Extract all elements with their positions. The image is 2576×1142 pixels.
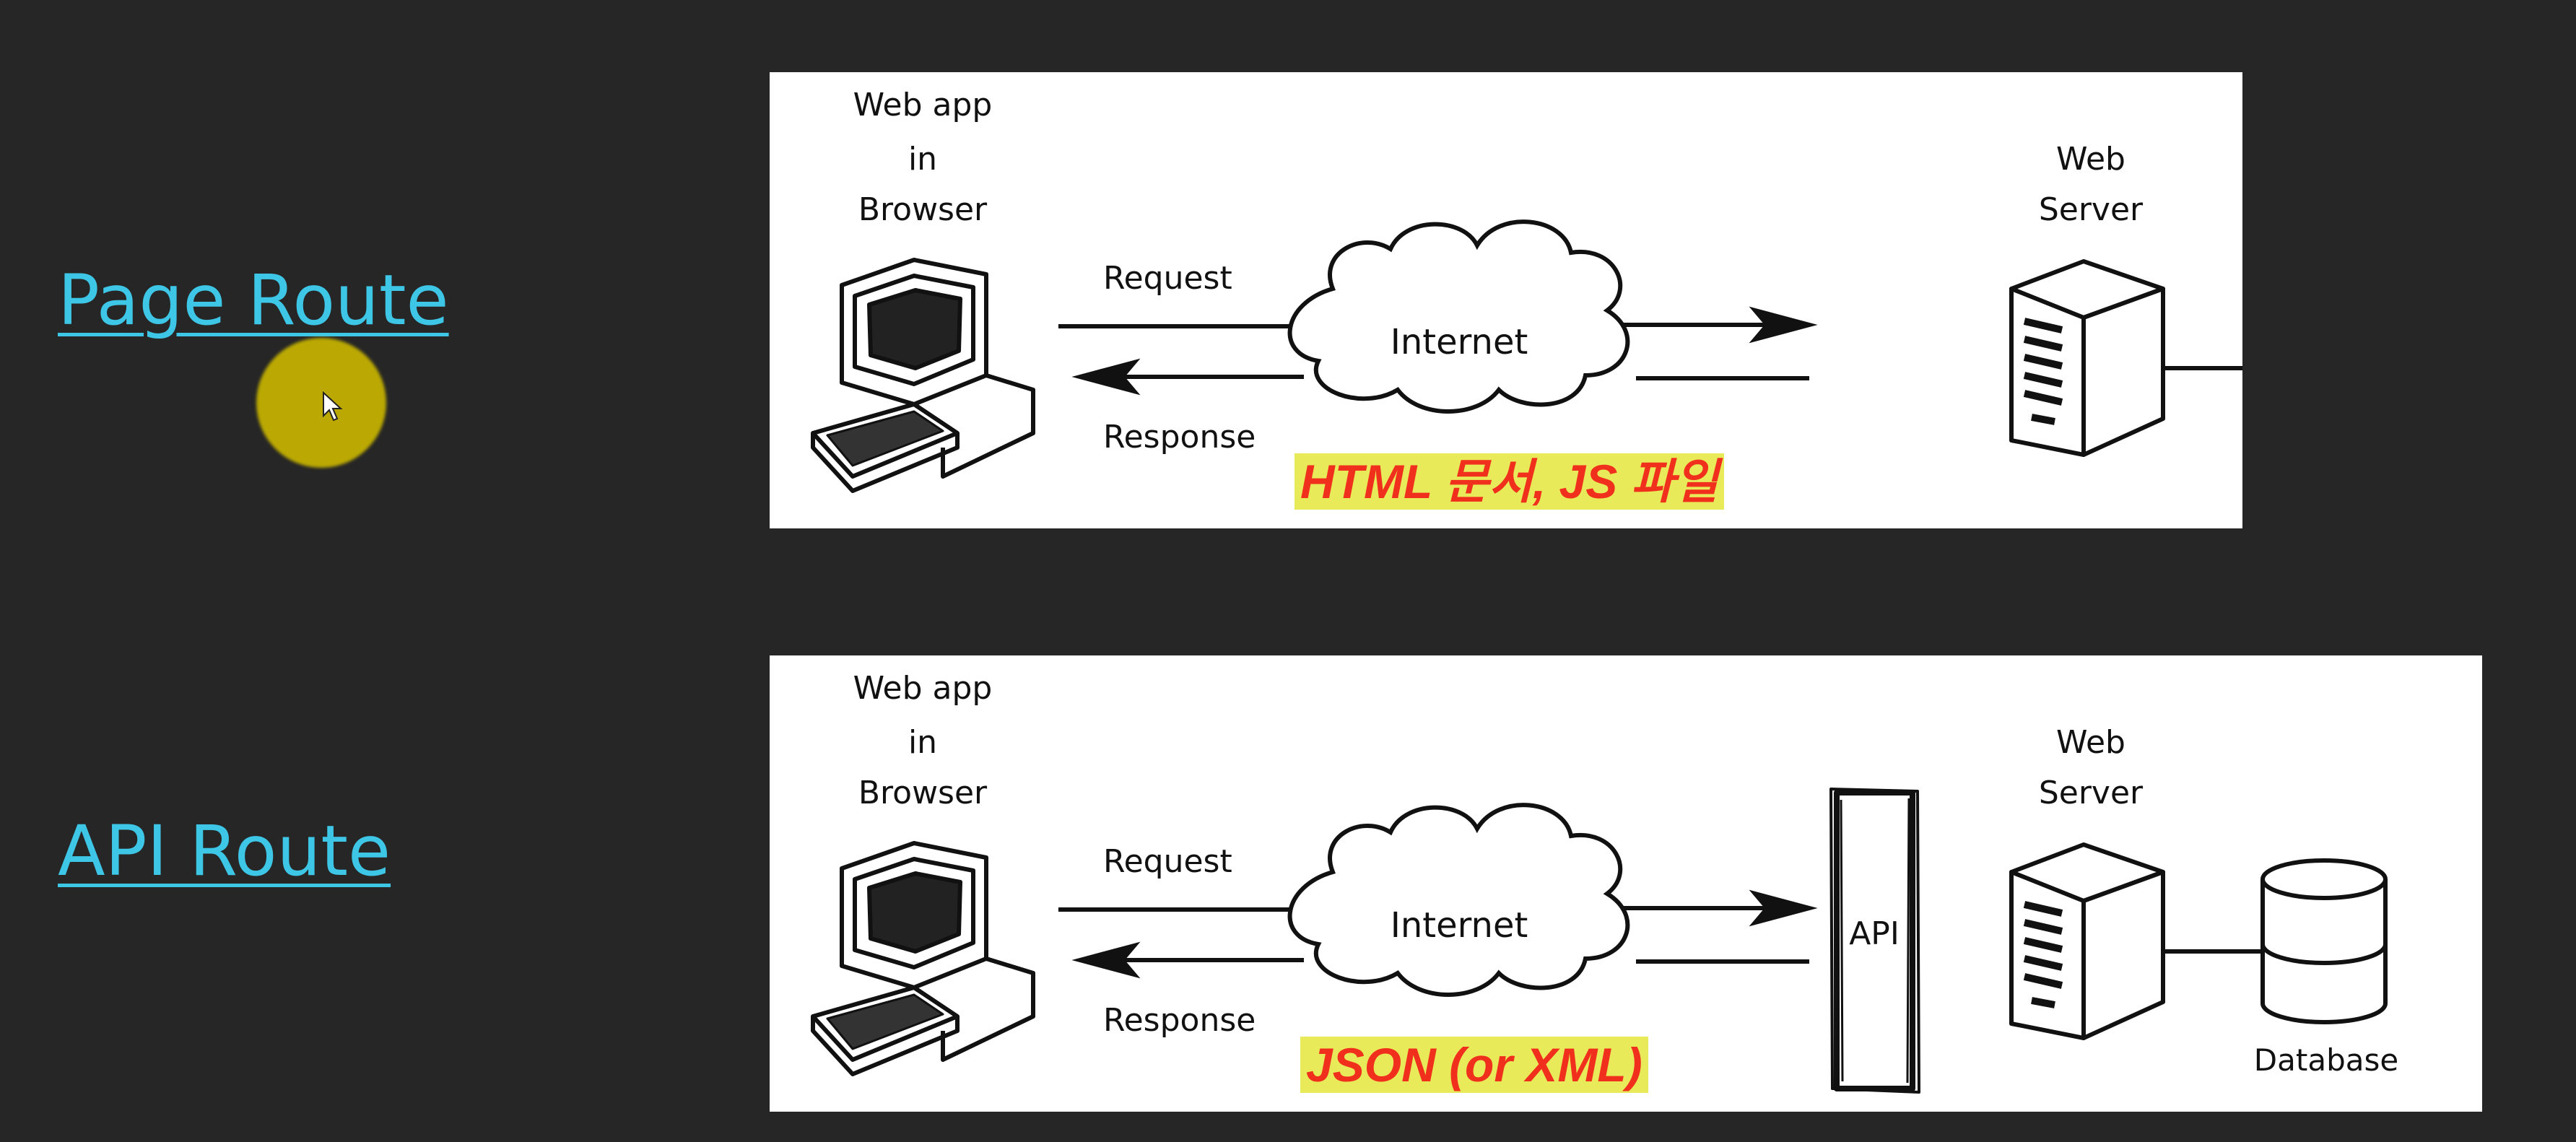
client-label-line-2: in	[908, 724, 937, 761]
page-route-diagram: Web app in Browser	[770, 72, 2242, 528]
payload-label: JSON (or XML)	[1300, 1037, 1648, 1093]
server-label-line-2: Server	[2039, 775, 2144, 811]
response-label: Response	[1103, 1002, 1256, 1039]
cloud-icon	[1287, 219, 1630, 414]
internet-label: Internet	[1391, 905, 1528, 946]
api-box	[1829, 788, 1920, 1094]
computer-icon	[811, 841, 1035, 1076]
client-label-line-1: Web app	[853, 670, 993, 707]
client-label-line-1: Web app	[853, 87, 993, 123]
server-label-line-2: Server	[2039, 191, 2144, 228]
request-label: Request	[1103, 843, 1232, 880]
request-arrow	[1058, 306, 1818, 344]
client-label-line-2: in	[908, 141, 937, 178]
api-route-link[interactable]: API Route	[58, 811, 391, 892]
computer-icon	[811, 258, 1035, 493]
request-arrow	[1058, 889, 1818, 927]
response-arrow	[1071, 941, 1809, 979]
server-icon	[2009, 259, 2242, 457]
server-icon	[2009, 842, 2263, 1040]
page-route-diagram-svg: Web app in Browser	[811, 87, 2242, 493]
api-route-diagram-svg: Web app in Browser	[811, 670, 2398, 1094]
request-label: Request	[1103, 260, 1232, 297]
api-route-diagram: Web app in Browser	[770, 655, 2482, 1112]
page-route-link[interactable]: Page Route	[58, 260, 449, 341]
response-arrow	[1071, 358, 1809, 396]
payload-label: HTML 문서, JS 파일	[1294, 453, 1725, 510]
cursor-icon	[323, 391, 343, 422]
api-label: API	[1849, 915, 1900, 952]
cursor-highlight	[256, 338, 386, 468]
database-label: Database	[2254, 1042, 2398, 1078]
response-label: Response	[1103, 419, 1256, 456]
internet-label: Internet	[1391, 322, 1528, 362]
server-label-line-1: Web	[2056, 724, 2125, 761]
server-label-line-1: Web	[2056, 141, 2125, 178]
database-icon	[2260, 858, 2388, 1024]
cloud-icon	[1287, 803, 1630, 997]
client-label-line-3: Browser	[858, 191, 988, 228]
client-label-line-3: Browser	[858, 775, 988, 811]
